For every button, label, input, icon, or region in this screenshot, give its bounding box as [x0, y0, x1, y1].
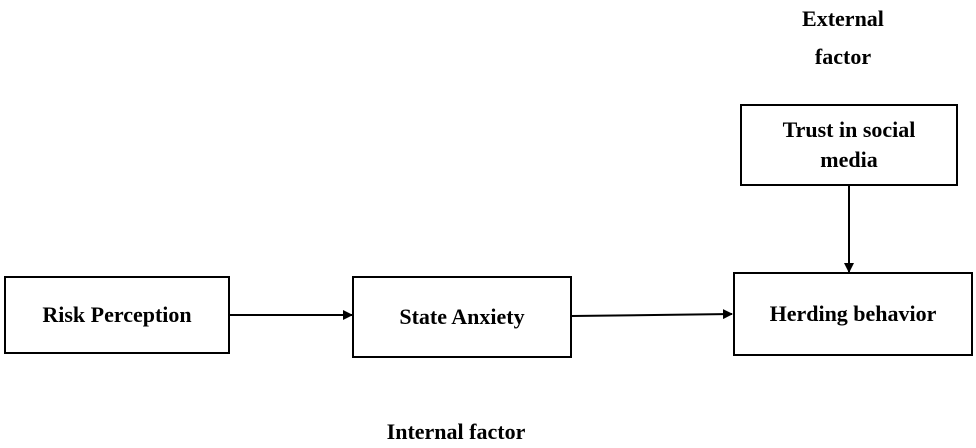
arrow-anxiety-to-herding	[571, 309, 733, 320]
herding-behavior-text: Herding behavior	[769, 301, 937, 326]
risk-perception-box: Risk Perception	[4, 276, 230, 354]
external-factor-label: External factor	[802, 6, 884, 69]
risk-perception-text: Risk Perception	[42, 302, 192, 327]
state-anxiety-text: State Anxiety	[399, 304, 525, 329]
trust-in-social-media-box: Trust in social media	[740, 104, 958, 186]
internal-factor-label: Internal factor	[386, 419, 526, 444]
state-anxiety-box: State Anxiety	[352, 276, 572, 358]
trust-in-social-media-text: Trust in social media	[782, 117, 916, 172]
herding-behavior-box: Herding behavior	[733, 272, 973, 356]
